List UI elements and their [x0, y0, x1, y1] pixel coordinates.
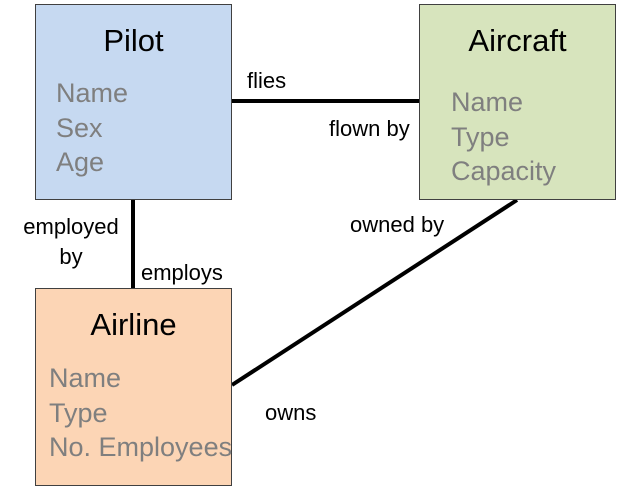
entity-airline: Airline Name Type No. Employees: [35, 288, 232, 486]
connector-airline-aircraft: [230, 198, 519, 387]
entity-title: Aircraft: [468, 23, 567, 58]
attribute-list: Name Type Capacity: [451, 85, 556, 189]
attribute-name: Name: [56, 78, 129, 108]
entity-aircraft: Aircraft Name Type Capacity: [419, 4, 616, 200]
relationship-label-flown-by: flown by: [329, 116, 410, 141]
attribute-capacity: Capacity: [451, 156, 557, 186]
relationship-label-flies: flies: [247, 68, 287, 93]
attribute-type: Type: [49, 397, 108, 428]
attribute-type: Type: [451, 121, 510, 152]
entity-pilot: Pilot Name Sex Age: [35, 4, 232, 200]
entity-title: Pilot: [103, 23, 164, 58]
attribute-list: Name Type No. Employees: [49, 361, 232, 465]
attribute-name: Name: [49, 363, 122, 393]
entity-title: Airline: [90, 307, 177, 342]
attribute-name: Name: [451, 87, 524, 117]
relationship-label-owned-by: owned by: [350, 212, 445, 237]
relationship-label-line: by: [59, 244, 83, 269]
attribute-age: Age: [56, 147, 105, 177]
relationship-label-owns: owns: [265, 400, 317, 425]
attribute-no-employees: No. Employees: [49, 432, 233, 462]
attribute-sex: Sex: [56, 112, 103, 143]
relationship-label-employs: employs: [141, 260, 223, 285]
relationship-label-line: employed: [23, 214, 119, 239]
relationship-label-employed-by: employed by: [10, 212, 132, 272]
attribute-list: Name Sex Age: [56, 76, 128, 180]
